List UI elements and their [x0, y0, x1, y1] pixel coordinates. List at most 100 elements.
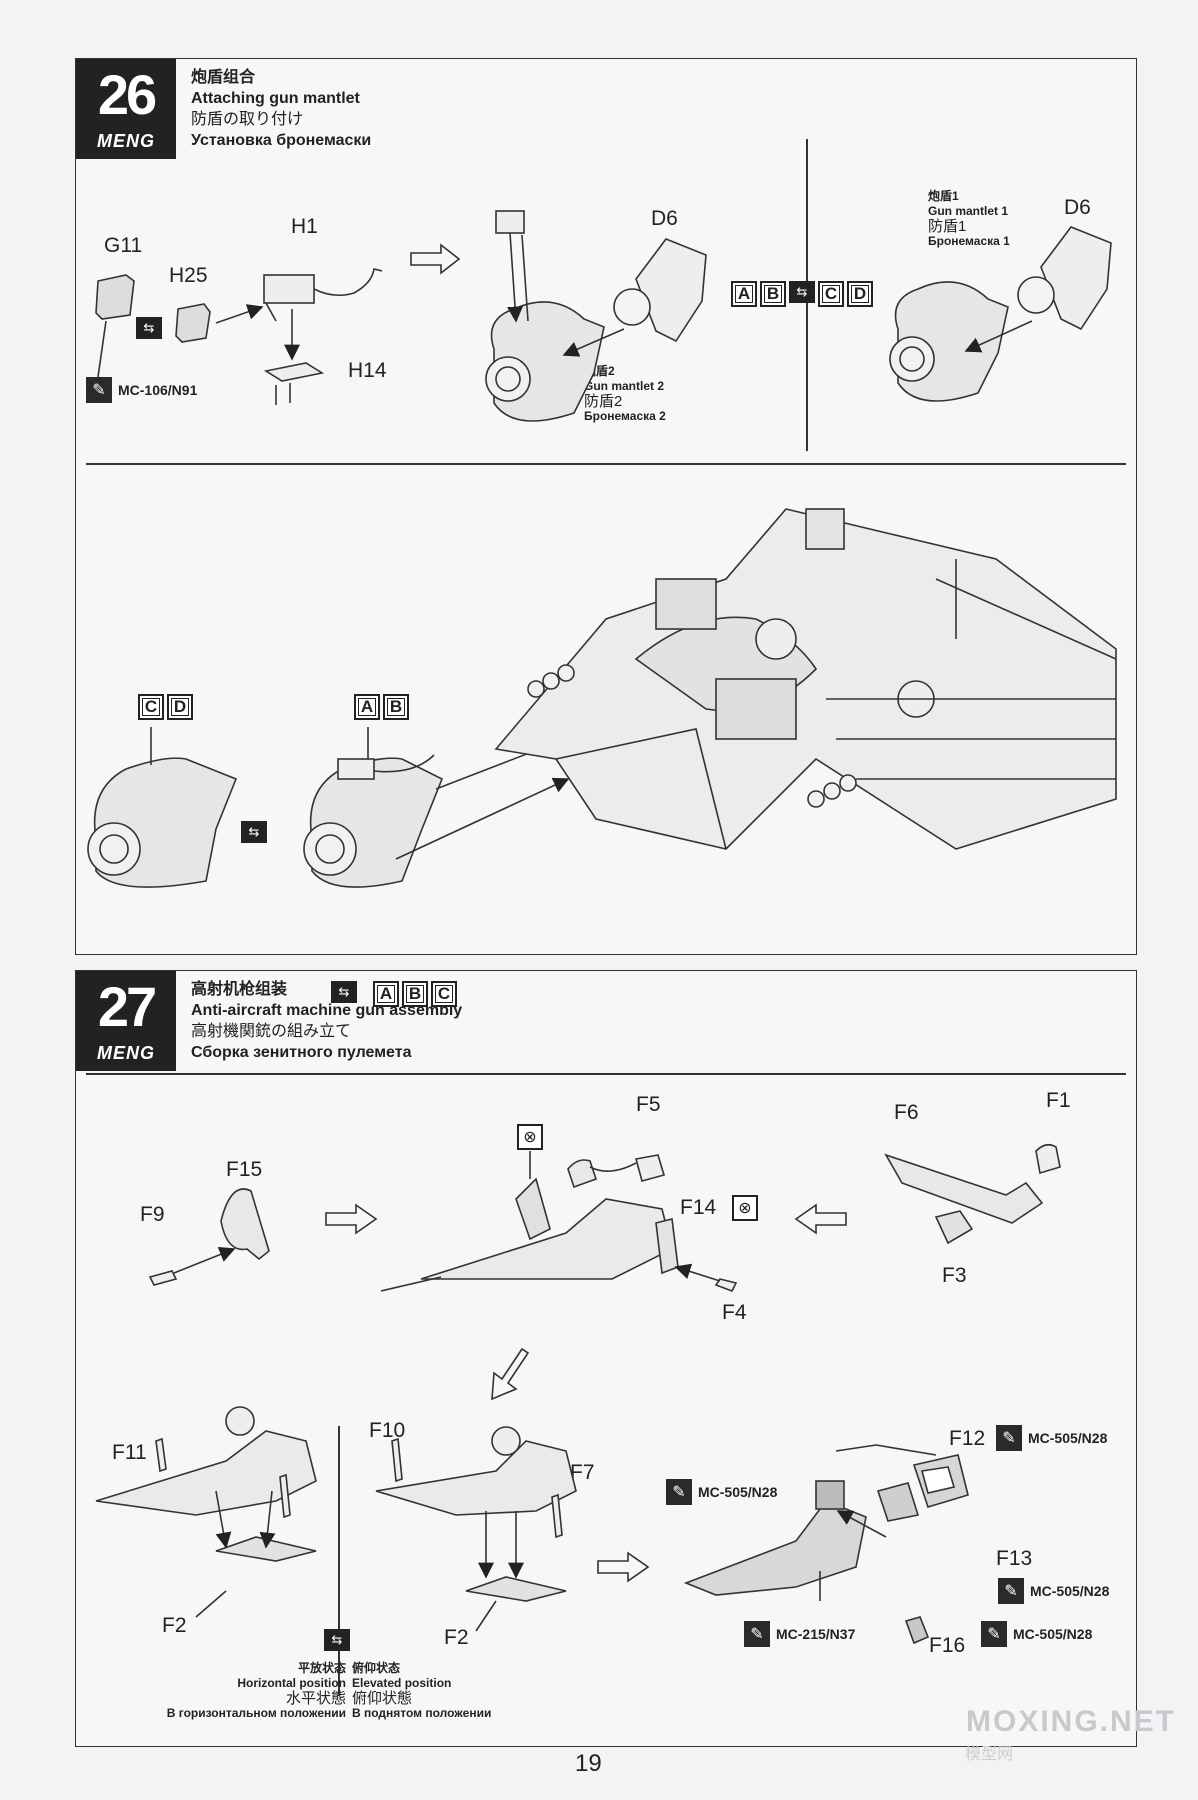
mantlet-2-label: 炮盾2 Gun mantlet 2 防盾2 Бронемаска 2 — [584, 364, 666, 424]
step-27-illustration — [95, 1143, 1061, 1645]
paint-brush-icon: ✎ — [744, 1621, 770, 1647]
paint-callout: ✎ MC-106/N91 — [86, 377, 197, 403]
no-cement-icon: ⊗ — [517, 1124, 543, 1150]
variant-badge: A — [354, 694, 380, 720]
part-label: F12 — [949, 1427, 986, 1450]
title-zh: 高射机枪组装 — [191, 981, 288, 998]
part-label: F3 — [942, 1264, 967, 1287]
part-label: F1 — [1046, 1089, 1071, 1112]
title-ru: Установка бронемаски — [191, 132, 372, 149]
mantlet-1-zh: 炮盾1 — [928, 189, 959, 203]
part-label: F4 — [722, 1301, 747, 1324]
elevated-zh: 俯仰状态 — [352, 1661, 401, 1675]
title-ru: Сборка зенитного пулемета — [191, 1044, 412, 1061]
step-27-panel: 27 MENG 高射机枪组装 Anti-aircraft machine gun… — [75, 970, 1137, 1747]
part-label: H14 — [348, 359, 387, 382]
no-cement-icon: ⊗ — [732, 1195, 758, 1221]
swap-icon: ⇆ — [136, 317, 162, 339]
part-label: F2 — [444, 1626, 469, 1649]
part-label: F2 — [162, 1614, 187, 1637]
paint-brush-icon: ✎ — [996, 1425, 1022, 1451]
variant-badge-group: ⇆ A B C — [331, 981, 457, 1007]
part-label: F9 — [140, 1203, 165, 1226]
swap-icon: ⇆ — [324, 1629, 350, 1651]
paint-code: MC-505/N28 — [1028, 1430, 1108, 1446]
elevated-ja: 俯仰状態 — [352, 1690, 413, 1707]
paint-callout: ✎ MC-505/N28 — [996, 1425, 1107, 1451]
part-label: D6 — [651, 207, 678, 230]
title-en: Attaching gun mantlet — [191, 90, 360, 107]
variant-badge-group: A B ⇆ C D — [731, 281, 873, 307]
paint-callout: ✎ MC-505/N28 — [666, 1479, 777, 1505]
variant-badge: B — [383, 694, 409, 720]
step-number: 27 — [97, 975, 157, 1038]
variant-badge: C — [138, 694, 164, 720]
paint-code: MC-505/N28 — [1030, 1583, 1110, 1599]
swap-icon: ⇆ — [241, 821, 267, 843]
divider — [338, 1426, 340, 1696]
variant-badge-group: A B — [354, 694, 409, 720]
swap-icon: ⇆ — [331, 981, 357, 1003]
watermark-sub: 模型网 — [965, 1746, 1014, 1763]
page-number: 19 — [575, 1750, 602, 1777]
elevated-position-label: 俯仰状态 Elevated position 俯仰状態 В поднятом п… — [352, 1661, 491, 1721]
part-label: H1 — [291, 215, 318, 238]
horizontal-en: Horizontal position — [237, 1676, 346, 1690]
mantlet-1-ru: Бронемаска 1 — [928, 234, 1010, 248]
paint-brush-icon: ✎ — [666, 1479, 692, 1505]
variant-badge-group: C D — [138, 694, 193, 720]
swap-icon: ⇆ — [789, 281, 815, 303]
title-ja: 高射機関銃の組み立て — [191, 1023, 352, 1040]
horizontal-position-label: 平放状态 Horizontal position 水平状態 В горизонт… — [167, 1661, 346, 1721]
paint-code: MC-215/N37 — [776, 1626, 856, 1642]
watermark: MOXING.NET — [966, 1705, 1177, 1738]
variant-badge: B — [760, 281, 786, 307]
mantlet-1-ja: 防盾1 — [928, 218, 967, 235]
part-label: F16 — [929, 1634, 966, 1657]
variant-badge: C — [431, 981, 457, 1007]
horizontal-zh: 平放状态 — [297, 1661, 346, 1675]
paint-code: MC-505/N28 — [1013, 1626, 1093, 1642]
paint-callout: ✎ MC-215/N37 — [744, 1621, 855, 1647]
title-ja: 防盾の取り付け — [191, 111, 304, 128]
brand-logo: MENG — [97, 131, 155, 151]
step-number: 26 — [97, 63, 157, 126]
paint-brush-icon: ✎ — [998, 1578, 1024, 1604]
paint-callout: ✎ MC-505/N28 — [981, 1621, 1092, 1647]
horizontal-ja: 水平状態 — [285, 1690, 346, 1707]
horizontal-ru: В горизонтальном положении — [166, 1706, 346, 1720]
variant-badge: C — [818, 281, 844, 307]
elevated-en: Elevated position — [352, 1676, 452, 1690]
variant-badge: A — [731, 281, 757, 307]
divider — [86, 1073, 1126, 1075]
part-label: H25 — [169, 264, 208, 287]
part-label: F11 — [112, 1441, 147, 1464]
variant-badge: D — [847, 281, 873, 307]
part-label: D6 — [1064, 196, 1091, 219]
step-number-badge: 27 MENG — [76, 971, 176, 1071]
mantlet-2-ru: Бронемаска 2 — [584, 409, 666, 423]
mantlet-1-en: Gun mantlet 1 — [928, 204, 1009, 218]
mantlet-2-ja: 防盾2 — [584, 393, 623, 410]
elevated-ru: В поднятом положении — [352, 1706, 492, 1720]
part-label: F5 — [636, 1093, 661, 1116]
part-label: G11 — [104, 234, 143, 257]
mantlet-2-en: Gun mantlet 2 — [584, 379, 665, 393]
variant-badge: A — [373, 981, 399, 1007]
part-label: F7 — [570, 1461, 595, 1484]
brand-logo: MENG — [97, 1043, 155, 1063]
step-26-panel: 26 MENG 炮盾组合 Attaching gun mantlet 防盾の取り… — [75, 58, 1137, 955]
variant-badge: D — [167, 694, 193, 720]
part-label: F13 — [996, 1547, 1033, 1570]
part-label: F6 — [894, 1101, 919, 1124]
variant-badge: B — [402, 981, 428, 1007]
part-label: F10 — [369, 1419, 406, 1442]
part-label: F15 — [226, 1158, 263, 1181]
step-number-badge: 26 MENG — [76, 59, 176, 159]
paint-callout: ✎ MC-505/N28 — [998, 1578, 1109, 1604]
paint-brush-icon: ✎ — [86, 377, 112, 403]
paint-brush-icon: ✎ — [981, 1621, 1007, 1647]
paint-code: MC-106/N91 — [118, 382, 198, 398]
part-label: F14 — [680, 1196, 717, 1219]
